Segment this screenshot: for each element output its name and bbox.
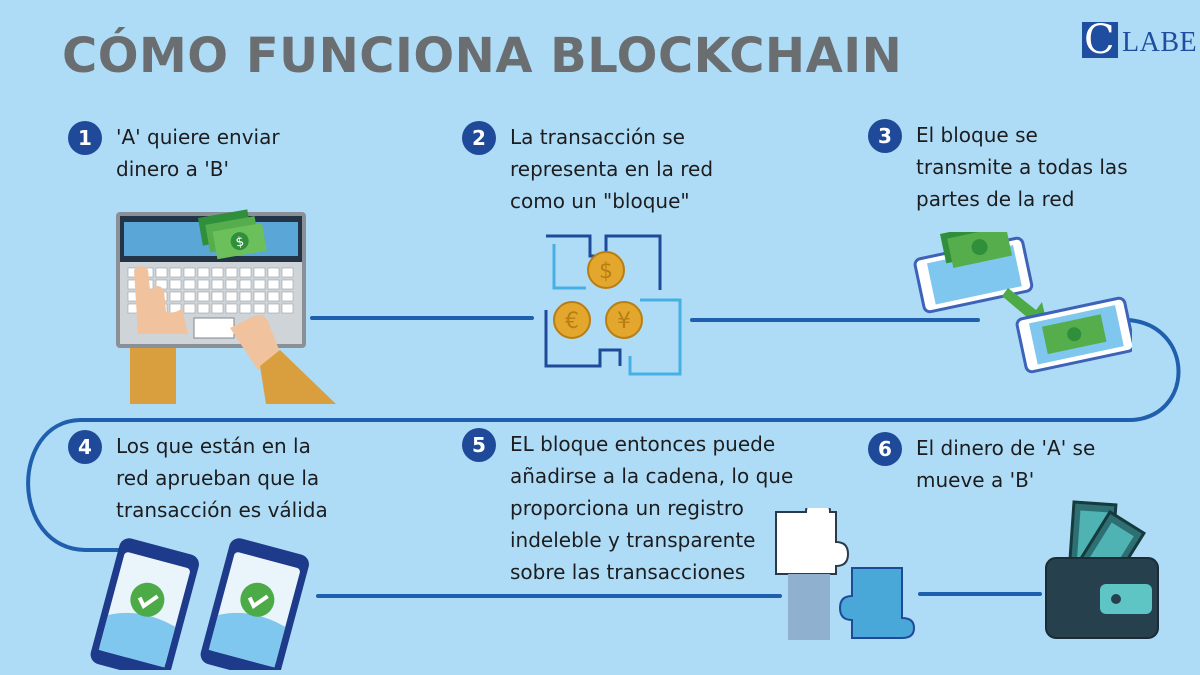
step-text-line: red aprueban que la xyxy=(116,466,320,490)
logo-letter: C xyxy=(1084,17,1115,63)
svg-text:$: $ xyxy=(599,259,613,284)
phones-check-icon xyxy=(90,538,309,670)
puzzle-coins-icon: $ € ¥ xyxy=(544,234,682,376)
step-number-badge: 1 xyxy=(68,121,102,155)
step-text-line: partes de la red xyxy=(916,187,1075,211)
step-text-line: proporciona un registro xyxy=(510,496,744,520)
step-description: Los que están en la red aprueban que la … xyxy=(116,430,328,526)
step-number-badge: 3 xyxy=(868,119,902,153)
logo-text: LABE xyxy=(1122,27,1198,58)
step-text-line: mueve a 'B' xyxy=(916,468,1035,492)
step-text-line: dinero a 'B' xyxy=(116,157,229,181)
step-number-badge: 5 xyxy=(462,428,496,462)
step-number-badge: 4 xyxy=(68,430,102,464)
step-text-line: añadirse a la cadena, lo que xyxy=(510,464,794,488)
step-text-line: transmite a todas las xyxy=(916,155,1128,179)
step-text-line: EL bloque entonces puede xyxy=(510,432,776,456)
phones-transfer-icon xyxy=(913,232,1132,374)
step-text-line: El dinero de 'A' se xyxy=(916,436,1096,460)
step-text-line: La transacción se xyxy=(510,125,685,149)
step-text-line: sobre las transacciones xyxy=(510,560,746,584)
step-description: La transacción se representa en la red c… xyxy=(510,121,713,217)
step-description: El dinero de 'A' se mueve a 'B' xyxy=(916,432,1095,496)
step-text-line: El bloque se xyxy=(916,123,1038,147)
wallet-icon xyxy=(1045,500,1159,639)
svg-text:€: € xyxy=(565,309,579,334)
step-text-line: como un "bloque" xyxy=(510,189,690,213)
svg-text:$: $ xyxy=(235,234,246,250)
step-text-line: representa en la red xyxy=(510,157,714,181)
step-description: El bloque se transmite a todas las parte… xyxy=(916,119,1128,215)
step-description: 'A' quiere enviar dinero a 'B' xyxy=(116,121,280,185)
step-text-line: transacción es válida xyxy=(116,498,328,522)
puzzle-pieces-icon xyxy=(775,508,916,640)
page-title: CÓMO FUNCIONA BLOCKCHAIN xyxy=(62,28,903,84)
step-description: EL bloque entonces puede añadirse a la c… xyxy=(510,428,793,588)
clabe-logo: C LABE xyxy=(1082,17,1197,63)
svg-text:¥: ¥ xyxy=(617,309,631,334)
step-text-line: 'A' quiere enviar xyxy=(116,125,280,149)
laptop-money-icon: $ xyxy=(116,209,336,404)
step-text-line: Los que están en la xyxy=(116,434,311,458)
step-text-line: indeleble y transparente xyxy=(510,528,756,552)
logo-box xyxy=(1082,22,1118,58)
step-number-badge: 2 xyxy=(462,121,496,155)
step-number-badge: 6 xyxy=(868,432,902,466)
